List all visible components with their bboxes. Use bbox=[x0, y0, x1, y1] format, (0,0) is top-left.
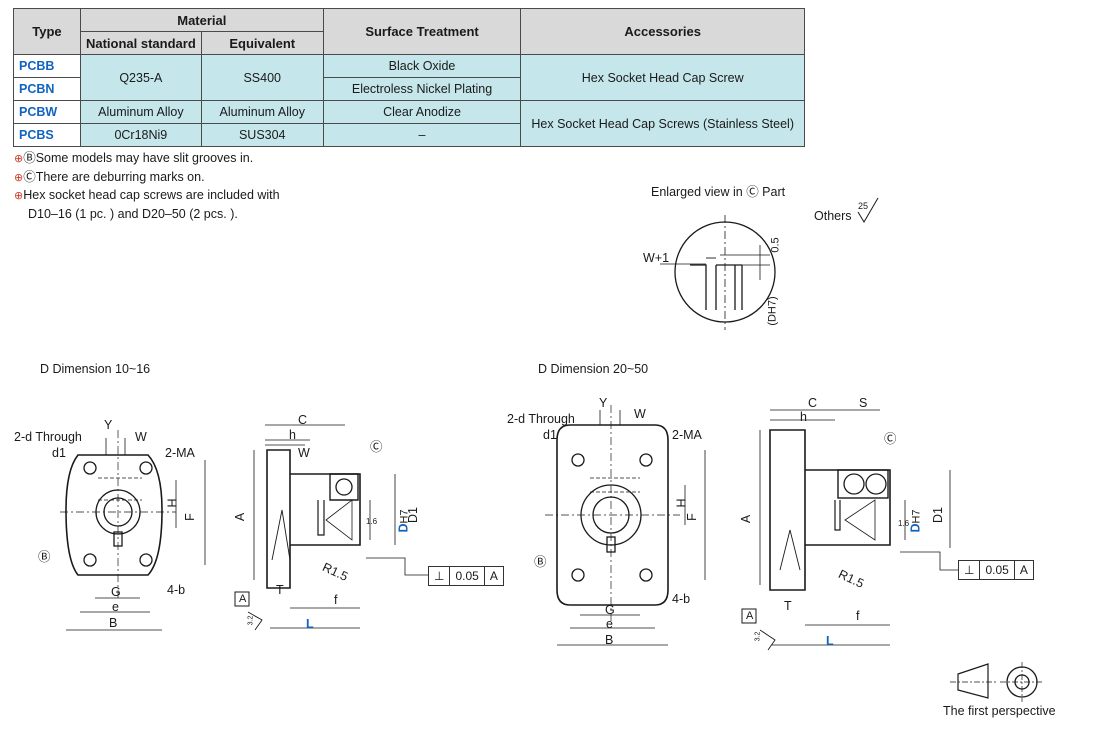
header-accessories: Accessories bbox=[520, 8, 805, 55]
right-side-a-label: A bbox=[739, 514, 754, 524]
enlarged-dh7: (DH7) bbox=[766, 296, 779, 326]
notes-block: ⊕ⒷSome models may have slit grooves in. … bbox=[14, 150, 280, 223]
left-side-h-label: h bbox=[289, 428, 296, 442]
left-side-rough: 3.2 bbox=[247, 615, 255, 626]
right-f-label: F bbox=[684, 513, 699, 521]
left-side-l-label: L bbox=[306, 617, 314, 631]
right-side-d1-label: D1 bbox=[930, 507, 945, 523]
warning-icon: ⊕ bbox=[14, 171, 24, 184]
equivalent-cell: Aluminum Alloy bbox=[200, 100, 324, 124]
right-side-small-label: 1.6 bbox=[898, 519, 910, 528]
type-cell: PCBW bbox=[13, 100, 81, 124]
left-drawing-title: D Dimension 10~16 bbox=[40, 362, 151, 376]
header-type: Type bbox=[13, 8, 81, 55]
others-label: Others bbox=[814, 209, 852, 223]
perspective-label: The first perspective bbox=[943, 704, 1056, 718]
enlarged-depth: 0.5 bbox=[769, 237, 782, 253]
type-cell: PCBS bbox=[13, 123, 81, 147]
warning-icon: ⊕ bbox=[14, 190, 24, 202]
right-ma-label: 2-MA bbox=[672, 428, 702, 442]
left-side-w-label: W bbox=[298, 446, 310, 460]
right-side-d-label: DH7 bbox=[908, 509, 923, 533]
left-side-a-label: A bbox=[233, 512, 248, 522]
left-side-f-label: f bbox=[334, 593, 338, 607]
national-cell: Q235-A bbox=[79, 54, 202, 101]
left-g-label: G bbox=[111, 585, 121, 599]
others-value: 25 bbox=[858, 201, 869, 211]
note-item: ⊕Hex socket head cap screws are included… bbox=[14, 188, 280, 202]
left-f-label: F bbox=[182, 513, 197, 521]
right-w-label: W bbox=[634, 407, 646, 421]
left-b-mark: Ⓑ bbox=[38, 550, 51, 564]
header-material: Material bbox=[79, 8, 324, 32]
left-d1-label: d1 bbox=[52, 446, 66, 460]
right-side-c-mark: Ⓒ bbox=[884, 432, 897, 446]
left-h-label: H bbox=[165, 498, 180, 508]
right-side-datum: A bbox=[746, 610, 754, 622]
right-b-label: B bbox=[605, 633, 614, 647]
right-h-label: H bbox=[674, 498, 689, 508]
right-4b-label: 4-b bbox=[672, 592, 691, 606]
warning-icon: ⊕ bbox=[14, 153, 24, 165]
right-e-label: e bbox=[606, 617, 613, 631]
type-cell: PCBB bbox=[13, 54, 81, 78]
right-side-t-label: T bbox=[784, 599, 792, 613]
left-side-c-label: C bbox=[298, 413, 308, 427]
projection-symbol bbox=[950, 662, 1044, 702]
left-ma-label: 2-MA bbox=[165, 446, 195, 460]
equivalent-cell: SUS304 bbox=[200, 123, 324, 147]
enlarged-w-label: W+1 bbox=[643, 251, 670, 265]
left-side-c-mark: Ⓒ bbox=[370, 440, 383, 454]
surface-cell: – bbox=[322, 123, 522, 147]
national-cell: Aluminum Alloy bbox=[79, 100, 202, 124]
note-item: D10–16 (1 pc. ) and D20–50 (2 pcs. ). bbox=[28, 206, 238, 221]
right-side-view bbox=[741, 409, 960, 651]
enlarged-view bbox=[660, 215, 776, 330]
left-side-view bbox=[234, 424, 428, 631]
left-e-label: e bbox=[112, 600, 119, 614]
right-through-label: 2-d Through bbox=[507, 412, 575, 426]
header-surface: Surface Treatment bbox=[322, 8, 522, 55]
right-side-s-label: S bbox=[859, 396, 868, 410]
left-4b-label: 4-b bbox=[167, 583, 186, 597]
left-through-label: 2-d Through bbox=[14, 430, 82, 444]
left-tolerance-box: ⊥ 0.05 A bbox=[428, 566, 504, 586]
spec-table: Type Material Surface Treatment Accessor… bbox=[13, 8, 805, 147]
right-side-rough: 3.2 bbox=[754, 631, 762, 642]
right-b-mark: Ⓑ bbox=[534, 555, 547, 569]
surface-cell: Electroless Nickel Plating bbox=[322, 77, 522, 101]
surface-cell: Black Oxide bbox=[322, 54, 522, 78]
note-item: ⊕ⒸThere are deburring marks on. bbox=[14, 169, 205, 184]
left-front-view bbox=[60, 430, 206, 631]
surface-cell: Clear Anodize bbox=[322, 100, 522, 124]
left-y-label: Y bbox=[104, 418, 113, 432]
accessories-cell: Hex Socket Head Cap Screw bbox=[520, 54, 805, 101]
right-d1-label: d1 bbox=[543, 428, 557, 442]
right-y-label: Y bbox=[599, 396, 608, 410]
right-side-l-label: L bbox=[826, 634, 834, 648]
enlarged-title: Enlarged view in Ⓒ Part bbox=[651, 185, 786, 199]
national-cell: 0Cr18Ni9 bbox=[79, 123, 202, 147]
note-item: ⊕ⒷSome models may have slit grooves in. bbox=[14, 151, 254, 165]
right-side-f-label: f bbox=[856, 609, 860, 623]
left-side-datum: A bbox=[239, 593, 247, 605]
right-drawing-title: D Dimension 20~50 bbox=[538, 362, 649, 376]
header-national: National standard bbox=[79, 31, 202, 55]
right-tolerance-box: ⊥ 0.05 A bbox=[958, 560, 1034, 580]
left-side-d1-label: D1 bbox=[405, 507, 420, 523]
equivalent-cell: SS400 bbox=[200, 54, 324, 101]
left-w-label: W bbox=[135, 430, 147, 444]
left-b-label: B bbox=[109, 616, 118, 630]
right-front-view bbox=[545, 405, 706, 646]
left-side-small-label: 1.6 bbox=[366, 517, 378, 526]
left-side-t-label: T bbox=[276, 583, 284, 597]
accessories-cell: Hex Socket Head Cap Screws (Stainless St… bbox=[520, 100, 805, 147]
right-side-c-label: C bbox=[808, 396, 818, 410]
right-side-h-label: h bbox=[800, 410, 807, 424]
right-g-label: G bbox=[605, 603, 615, 617]
